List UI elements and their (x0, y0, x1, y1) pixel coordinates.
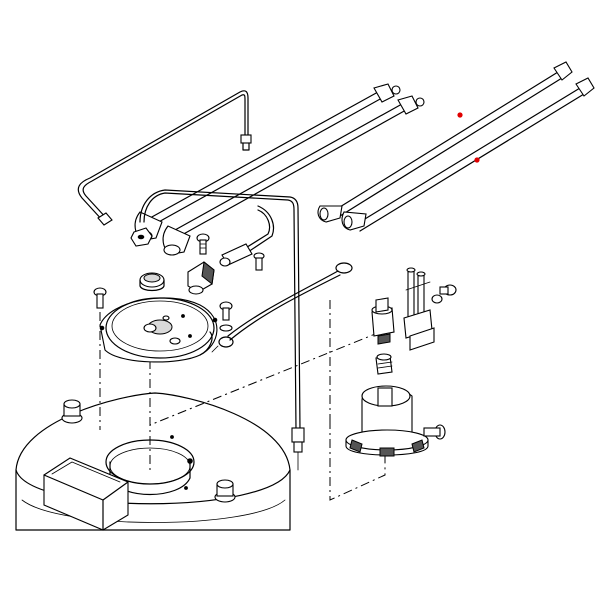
pilot-tube-center (139, 189, 305, 471)
nut-small (130, 227, 153, 247)
ignitor-boot-block (187, 261, 215, 295)
pilot-assembly (403, 267, 435, 351)
screw-small-center (253, 252, 265, 271)
screw-right-mid (219, 301, 233, 332)
highlight-marker-2 (474, 157, 480, 163)
highlight-marker-1 (457, 112, 463, 118)
screw-upper (196, 233, 210, 255)
burner-assembly (345, 385, 429, 457)
pilot-screw-washer (431, 284, 457, 304)
burner-screw (423, 424, 446, 440)
screw-left (93, 287, 107, 309)
tank-fitting-right (214, 479, 236, 503)
ignition-wires-right (317, 61, 595, 232)
orifice-nut (375, 353, 393, 375)
inner-door-plate (99, 297, 218, 363)
orifice-fitting (371, 297, 395, 345)
gas-tube-left (77, 90, 252, 226)
tank-fitting-left (61, 399, 83, 424)
gasket-ring (139, 272, 165, 292)
thermocouple-cable (211, 262, 353, 353)
water-heater-tank (15, 392, 291, 531)
ignition-wires-left (134, 83, 425, 256)
